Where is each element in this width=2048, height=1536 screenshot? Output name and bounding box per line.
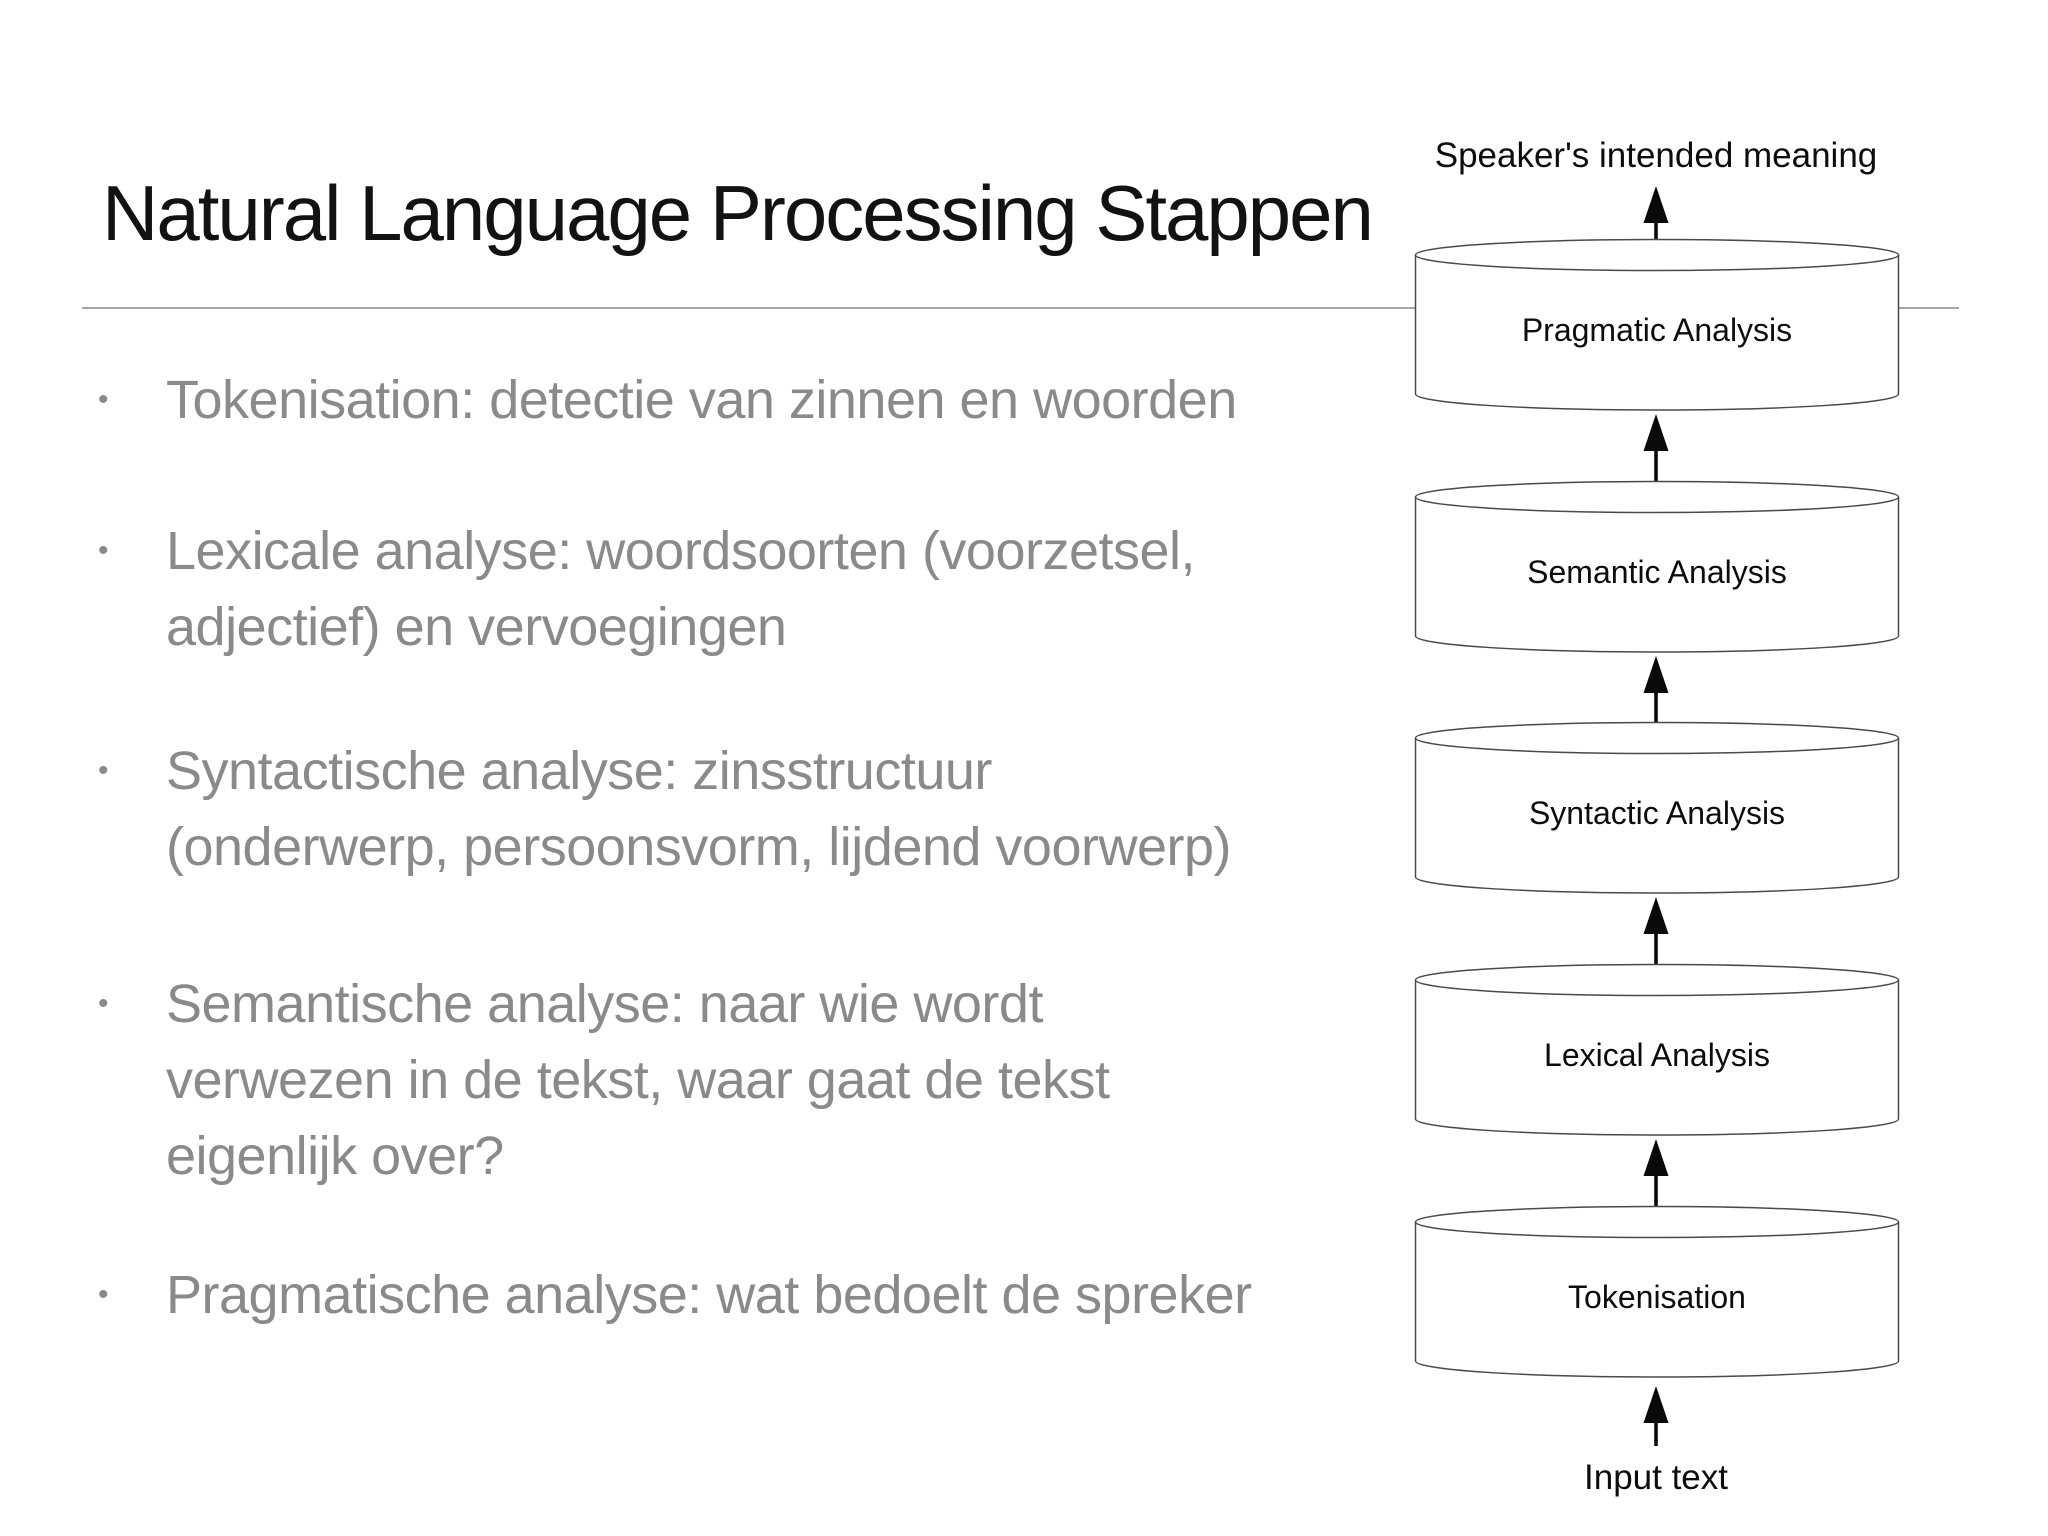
up-arrow-icon (1643, 186, 1669, 250)
bullet-dot-icon: • (98, 987, 109, 1020)
bullet-text: Tokenisation: detectie van zinnen en woo… (166, 370, 1237, 430)
bullet-text: Pragmatische analyse: wat bedoelt de spr… (166, 1265, 1252, 1325)
diagram-top-label: Speaker's intended meaning (1434, 136, 1878, 175)
list-item: • Syntactische analyse: zinsstructuur (o… (70, 733, 1596, 885)
bullet-dot-icon: • (98, 1278, 109, 1311)
stage-label: Lexical Analysis (1544, 1037, 1770, 1073)
bullet-dot-icon: • (98, 383, 109, 416)
list-item: • Tokenisation: detectie van zinnen en w… (70, 362, 1596, 438)
stage-label: Semantic Analysis (1527, 554, 1787, 590)
bullet-text: Semantische analyse: naar wie wordt verw… (166, 974, 1110, 1186)
page-title: Natural Language Processing Stappen (102, 169, 1374, 257)
cylinder-pragmatic-analysis (1414, 238, 1900, 412)
bullet-dot-icon: • (98, 534, 109, 567)
cylinder-tokenisation (1414, 1205, 1900, 1379)
up-arrow-icon (1643, 656, 1669, 724)
bullet-text: Syntactische analyse: zinsstructuur (ond… (166, 741, 1232, 877)
list-item: • Pragmatische analyse: wat bedoelt de s… (70, 1257, 1596, 1333)
cylinder-syntactic-analysis (1414, 721, 1900, 895)
diagram-bottom-label: Input text (1584, 1458, 1728, 1497)
up-arrow-icon (1643, 414, 1669, 482)
stage-label: Syntactic Analysis (1528, 795, 1786, 831)
bullet-text: Lexicale analyse: woordsoorten (voorzets… (166, 521, 1196, 657)
list-item: • Semantische analyse: naar wie wordt ve… (70, 966, 1596, 1194)
up-arrow-icon (1643, 897, 1669, 965)
list-item: • Lexicale analyse: woordsoorten (voorze… (70, 513, 1596, 665)
stage-label: Pragmatic Analysis (1521, 312, 1793, 348)
cylinder-semantic-analysis (1414, 480, 1900, 654)
title-divider-line (82, 307, 1959, 309)
stage-label: Tokenisation (1568, 1279, 1746, 1315)
up-arrow-icon (1643, 1386, 1669, 1446)
bullet-dot-icon: • (98, 754, 109, 787)
cylinder-lexical-analysis (1414, 963, 1900, 1137)
up-arrow-icon (1643, 1139, 1669, 1207)
